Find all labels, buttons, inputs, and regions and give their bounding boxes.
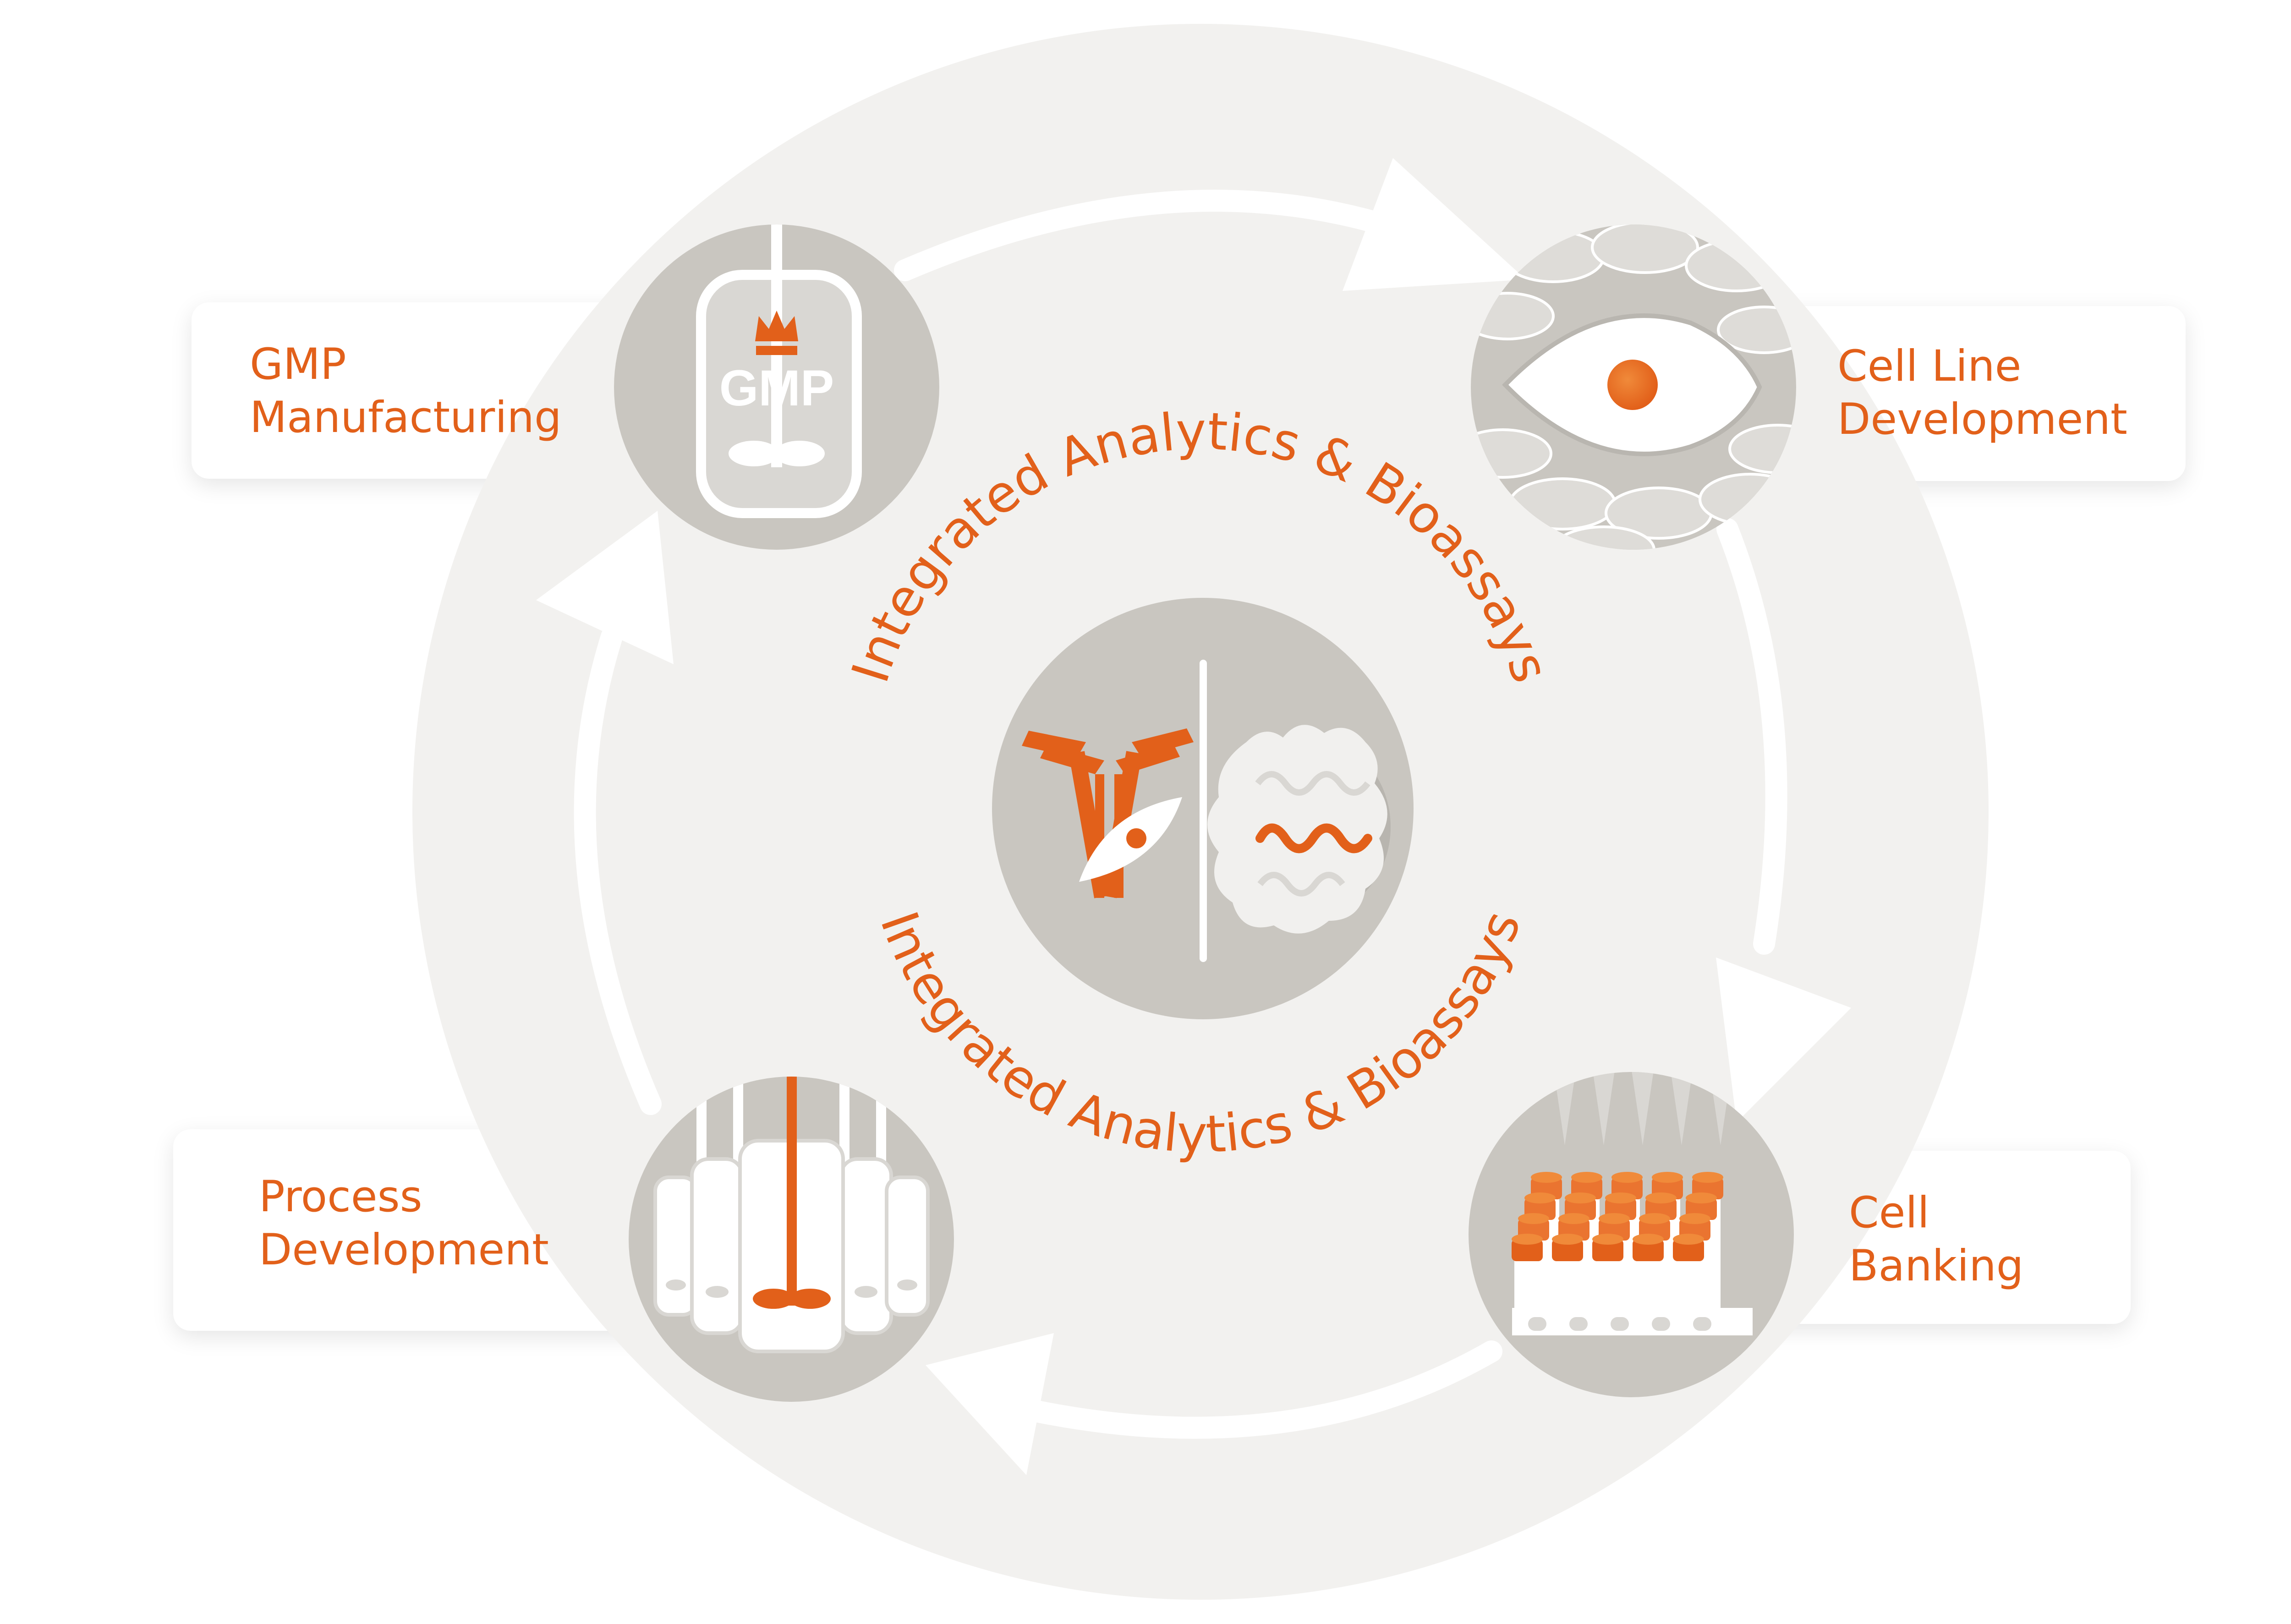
label-gmp-line2: Manufacturing xyxy=(250,393,562,443)
vial-cap xyxy=(1633,1239,1664,1261)
arrowhead-right xyxy=(1716,957,1851,1122)
vial-cap-top xyxy=(1571,1172,1602,1183)
label-cell-banking-line2: Banking xyxy=(1849,1241,2024,1291)
vial-tube xyxy=(1555,1253,1580,1310)
vial-tube xyxy=(1635,1253,1661,1310)
vial-cap-top xyxy=(1679,1213,1710,1224)
label-process-line1: Process xyxy=(259,1172,422,1222)
cell-banking-icon xyxy=(1469,1072,1794,1397)
impeller-icon xyxy=(753,1289,794,1309)
label-cell-line-development: Cell Line Development xyxy=(1837,340,2127,446)
label-process-development: Process Development xyxy=(259,1170,549,1277)
vial-cap-top xyxy=(1512,1234,1543,1245)
process-development-icon xyxy=(629,1077,954,1402)
vial-cap-top xyxy=(1524,1192,1556,1203)
vial-cap-top xyxy=(1692,1172,1723,1183)
arrowhead-top xyxy=(1343,158,1526,291)
vial-cap-top xyxy=(1652,1172,1683,1183)
arrowhead-left xyxy=(536,511,674,664)
protein-structure-icon xyxy=(1207,725,1391,934)
label-gmp-line1: GMP xyxy=(250,339,346,389)
gmp-vessel-label: GMP xyxy=(719,360,834,416)
center-divider xyxy=(1200,660,1207,962)
arrow-arc-gmp-to-cell-line xyxy=(894,190,1429,281)
vial-cap-top xyxy=(1633,1234,1664,1245)
vial-cap xyxy=(1673,1239,1704,1261)
vial-cap-top xyxy=(1611,1172,1643,1183)
label-cell-line-line2: Development xyxy=(1837,394,2127,444)
label-process-line2: Development xyxy=(259,1225,549,1275)
arrowheads xyxy=(536,158,1851,1475)
vial-cap-top xyxy=(1645,1192,1677,1203)
vial-cap-top xyxy=(1565,1192,1596,1203)
arrow-arc-cell-line-to-banking xyxy=(1716,518,1787,955)
gmp-manufacturing-icon: GMP xyxy=(614,224,939,550)
label-cell-line-line1: Cell Line xyxy=(1837,341,2022,391)
arrow-arc-process-to-gmp xyxy=(574,626,662,1115)
nucleus-icon xyxy=(1607,360,1658,410)
vial-cap-top xyxy=(1552,1234,1583,1245)
vial-cap-top xyxy=(1686,1192,1717,1203)
center-analytics-icon xyxy=(992,598,1414,1019)
arrow-arc-banking-to-process xyxy=(1013,1340,1502,1439)
vial-tube xyxy=(1676,1253,1701,1310)
vial-cap-top xyxy=(1592,1234,1623,1245)
vial-tube xyxy=(1514,1253,1540,1310)
vial-cap xyxy=(1552,1239,1583,1261)
cycle-arrows xyxy=(574,190,1787,1439)
vial-cap-top xyxy=(1558,1213,1589,1224)
arrowhead-bottom xyxy=(926,1333,1054,1475)
label-cell-banking-line1: Cell xyxy=(1849,1188,1929,1238)
vial-cap-top xyxy=(1605,1192,1636,1203)
vial-cap xyxy=(1512,1239,1543,1261)
vial-tube xyxy=(1595,1253,1621,1310)
vial-cap-top xyxy=(1599,1213,1630,1224)
vial-cap-top xyxy=(1673,1234,1704,1245)
label-cell-banking: Cell Banking xyxy=(1849,1187,2023,1293)
label-gmp-manufacturing: GMP Manufacturing xyxy=(250,338,562,444)
vial-cap-top xyxy=(1518,1213,1549,1224)
vial-cap-top xyxy=(1531,1172,1562,1183)
vial-cap xyxy=(1592,1239,1623,1261)
vial-cap-top xyxy=(1639,1213,1670,1224)
crown-icon xyxy=(755,311,798,341)
